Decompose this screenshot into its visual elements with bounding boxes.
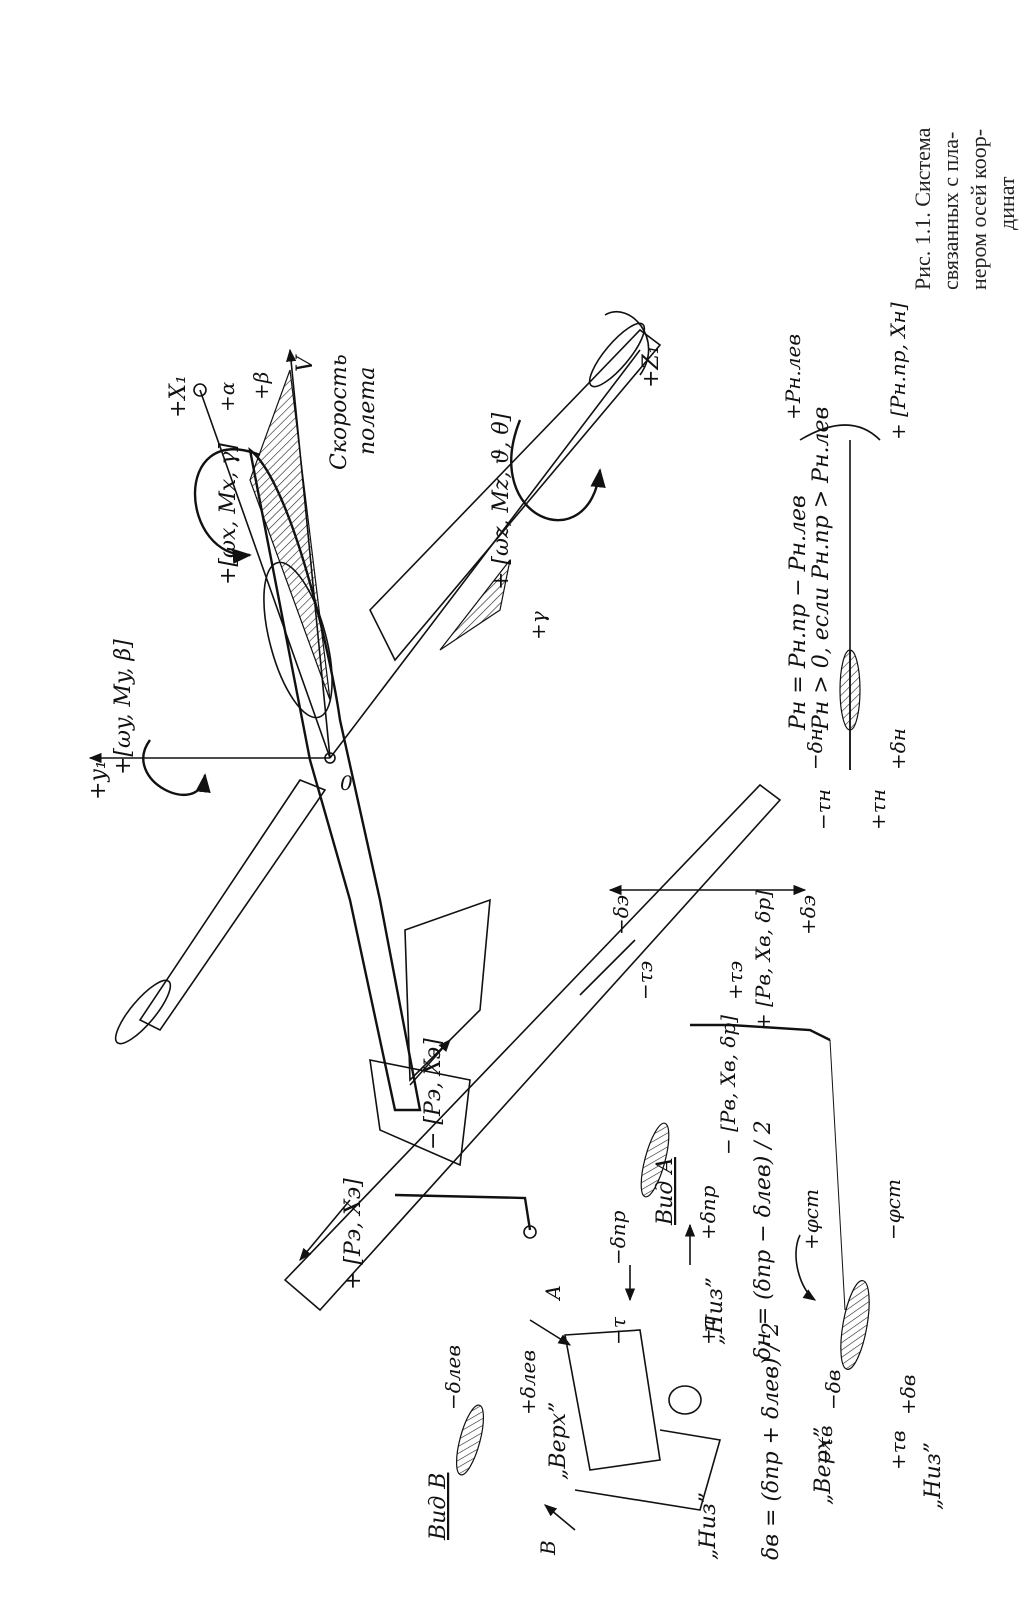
aileron-force-plus: + [Pэ, Xэ] [341, 1178, 366, 1290]
elevator-tau-plus: +τв [886, 1431, 910, 1470]
view-a: Вид А −δпр +δпр −τ +τ δн = (δпр − δлев) … [606, 1120, 776, 1360]
caption-line-3: нером осей коор- [966, 129, 991, 290]
canopy [263, 561, 333, 719]
view-a-profile [640, 1122, 670, 1198]
pedal-bar [799, 424, 881, 441]
view-a-dpr-plus: +δпр [696, 1185, 720, 1240]
aileron-tau-minus: −τэ [633, 961, 657, 1000]
rudder-block: Pн = Pн.пр − Pн.лев Pн > 0, если Pн.пр >… [781, 302, 910, 830]
beta-label: +β [249, 372, 273, 400]
elevator-verh: „Верх” [811, 1427, 836, 1505]
gamma-label: +γ [526, 611, 550, 640]
elevator-tau-minus: −τв [813, 1426, 837, 1465]
view-b-title: Вид В [426, 1473, 451, 1541]
figure-caption: Рис. 1.1. Система связанных с пла- нером… [910, 127, 1019, 290]
view-a-tau-plus: +τ [696, 1316, 720, 1345]
body-axes: 0 +y₁ +X₁ +Z₁ V Скорость полета +α +β +γ… [86, 345, 664, 800]
view-b-dlev-minus: −δлев [441, 1345, 465, 1410]
aileron-force-minus: − [Pэ, Xэ] [421, 1038, 446, 1150]
letter-b: В [536, 1540, 560, 1556]
right-wing [369, 328, 662, 662]
view-b-niz-2: „Низ” [703, 1277, 728, 1345]
stick-minus: − [Pв, Xв, δр] [716, 1015, 740, 1155]
velocity-vector [286, 348, 331, 759]
pitch-arc [510, 419, 606, 522]
alpha-sector [249, 369, 331, 701]
aileron-delta-plus: +δэ [796, 895, 820, 935]
view-a-formula: δн = (δпр − δлев) / 2 [751, 1120, 776, 1360]
elevator-block: δв = (δпр + δлев) / 2 „Верх” „Низ” −δв +… [690, 890, 946, 1560]
view-b-profile [455, 1404, 485, 1476]
pedal-right: + [Pн.пр, Xн] [886, 302, 910, 440]
gamma-sector [439, 559, 511, 651]
elevator-profile [840, 1280, 870, 1370]
phi-plus-arc [795, 1234, 817, 1301]
z1-label: +Z₁ [639, 345, 664, 388]
roll-arc [193, 448, 261, 564]
velocity-label: V [293, 354, 318, 372]
z1-axis [329, 349, 641, 759]
linkage-joint [668, 1385, 702, 1415]
x1-end [193, 383, 207, 397]
view-b-niz: „Низ” [696, 1492, 721, 1560]
elevator-niz: „Низ” [921, 1442, 946, 1510]
arrow-b [544, 1504, 576, 1531]
horizontal-stabilizer [369, 1058, 471, 1167]
stick-pivot [523, 1225, 537, 1239]
linkage-lower [574, 1429, 722, 1511]
left-wing-endplate [114, 979, 172, 1045]
aileron-hinge [579, 939, 636, 996]
glider-drawing [114, 311, 662, 1167]
caption-line-1: Рис. 1.1. Система [910, 127, 935, 290]
rudder-tau-minus: −τн [811, 789, 835, 830]
yaw-arc [142, 739, 211, 796]
rudder-formula-1: Pн = Pн.пр − Pн.лев [786, 495, 811, 731]
y1-label: +y₁ [86, 760, 111, 800]
elevator-stick [690, 1023, 831, 1042]
caption-line-2: связанных с пла- [938, 132, 963, 290]
rudder-dn-minus: −δн [803, 728, 827, 770]
elevator-db-plus: +δв [896, 1375, 920, 1415]
caption-line-4: динат [994, 176, 1019, 230]
rudder-formula-2: Pн > 0, если Pн.пр > Pн.лев [809, 407, 834, 731]
rudder-tau-plus: +τн [866, 789, 890, 830]
velocity-caption-1: Скорость [327, 354, 352, 470]
aileron-tau-plus: +τэ [723, 961, 747, 1000]
origin-label: 0 [340, 771, 353, 795]
aileron-block: + [Pэ, Xэ] − [Pэ, Xэ] −δэ +δэ −τэ +τэ [283, 783, 820, 1312]
right-wingtip [604, 311, 650, 376]
left-wing [138, 779, 327, 1032]
yaw-moment-label: +[ωy, My, β] [111, 639, 136, 775]
arrow-a [529, 1319, 572, 1346]
velocity-caption-2: полета [355, 367, 380, 455]
x1-label: +X₁ [166, 375, 191, 418]
aileron-delta-minus: −δэ [609, 895, 633, 935]
elevator-phi-minus: −φст [881, 1179, 905, 1240]
control-stick [394, 1193, 532, 1231]
view-b-dlev-plus: +δлев [516, 1350, 540, 1415]
right-wing-endplate [588, 322, 646, 388]
aileron-force-plus-arrow [299, 1199, 351, 1261]
stick-plus: + [Pв, Xв, δр] [751, 890, 775, 1030]
linkage-upper [564, 1329, 661, 1471]
elevator-pushrod [829, 1039, 846, 1311]
alpha-label: +α [215, 381, 239, 412]
aileron-force-minus-arrow [409, 1039, 451, 1086]
pedal-left: +Pн.лев [781, 334, 805, 420]
pitch-moment-label: + [ωz, Mz, ϑ, θ] [489, 412, 514, 590]
view-a-dpr-minus: −δпр [606, 1210, 630, 1265]
roll-moment-label: +[ωx, Mx, γ] [216, 443, 241, 585]
elevator-formula: δв = (δпр + δлев) / 2 [759, 1322, 784, 1560]
rudder-dn-plus: +δн [886, 728, 910, 770]
view-b-verh: „Верх” [546, 1402, 571, 1480]
elevator-phi-plus: +φст [799, 1189, 823, 1250]
view-b: Вид В −δлев +δлев „Верх” „Низ” „Низ” А В [426, 1277, 728, 1560]
elevator-db-minus: −δв [821, 1370, 845, 1410]
letter-a: А [541, 1285, 565, 1302]
vertical-fin [404, 898, 491, 1082]
detail-wing [283, 783, 782, 1312]
